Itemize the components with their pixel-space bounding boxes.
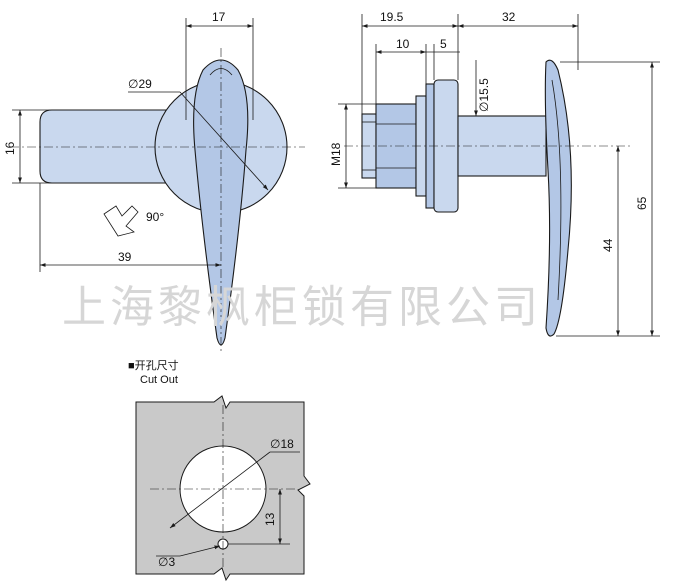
dim-19.5-label: 19.5 [380,10,404,24]
cutout-title-en: Cut Out [140,374,178,386]
dim-dia18-label: ∅18 [270,437,294,451]
dim-dia29-label: ∅29 [128,77,152,91]
dim-m18-label: M18 [329,142,343,166]
cutout-view: ■开孔尺寸 Cut Out ∅18 13 ∅3 [128,358,311,582]
dim-dia15.5-label: ∅15.5 [477,78,491,112]
dia29-leader [179,91,269,191]
dim-17-label: 17 [212,10,226,24]
front-view: 17 ∅29 16 90° 39 [3,10,305,352]
side-view: 19.5 32 10 5 ∅15.5 M18 65 44 [329,10,660,337]
dim-32-label: 32 [502,10,516,24]
dim-16-label: 16 [3,141,17,155]
dim-39-label: 39 [118,250,132,264]
dim-65-label: 65 [635,196,649,210]
company-watermark: 上海黎枫柜锁有限公司 [62,283,542,332]
rotation-label: 90° [146,210,164,224]
dim-5-label: 5 [440,37,447,51]
cutout-title-cn: ■开孔尺寸 [128,358,179,372]
dim-13-label: 13 [263,512,277,526]
side-handle [544,59,572,337]
dia3-leader [179,545,221,557]
dim-10-label: 10 [396,37,410,51]
dia18-leader [169,451,271,529]
dim-44-label: 44 [601,238,615,252]
dim-dia3-label: ∅3 [158,555,175,569]
rotation-arrow-icon [103,205,139,237]
side-handle-ridge [551,79,562,301]
